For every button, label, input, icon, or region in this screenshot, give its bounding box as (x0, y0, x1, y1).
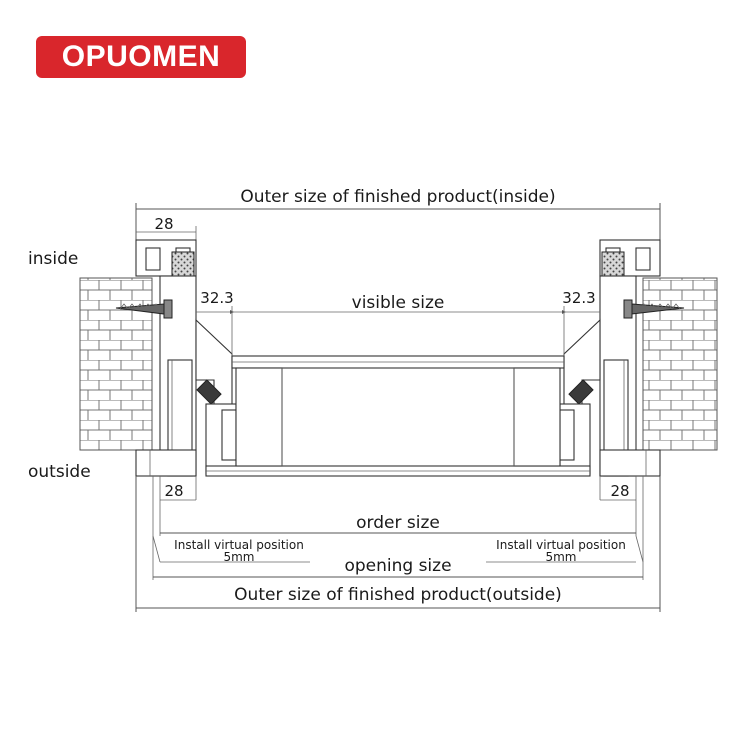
label-visible-size: visible size (352, 293, 445, 313)
label-order-size: order size (356, 513, 440, 533)
label-install-left-1: Install virtual position (174, 538, 304, 552)
label-dim-32-right: 32.3 (562, 289, 595, 307)
left-screw (115, 299, 173, 319)
brand-logo: OPUOMEN (36, 36, 246, 78)
wall-left (79, 277, 153, 451)
label-dim-28-bottom-left: 28 (164, 482, 183, 500)
label-inside: inside (28, 249, 78, 269)
wall-right (642, 277, 718, 451)
label-install-right-1: Install virtual position (496, 538, 626, 552)
right-frame-profile (559, 239, 661, 477)
label-outer-outside: Outer size of finished product(outside) (234, 585, 562, 605)
label-dim-28-bottom-right: 28 (610, 482, 629, 500)
label-install-left-2: 5mm (223, 550, 254, 564)
label-opening-size: opening size (344, 556, 451, 576)
right-screw (623, 299, 685, 319)
label-outside: outside (28, 462, 91, 482)
glass-panel (205, 355, 591, 477)
label-dim-32-left: 32.3 (200, 289, 233, 307)
brand-logo-text: OPUOMEN (61, 40, 221, 73)
label-install-right-2: 5mm (545, 550, 576, 564)
label-outer-inside: Outer size of finished product(inside) (240, 187, 555, 207)
label-dim-28-top: 28 (154, 215, 173, 233)
